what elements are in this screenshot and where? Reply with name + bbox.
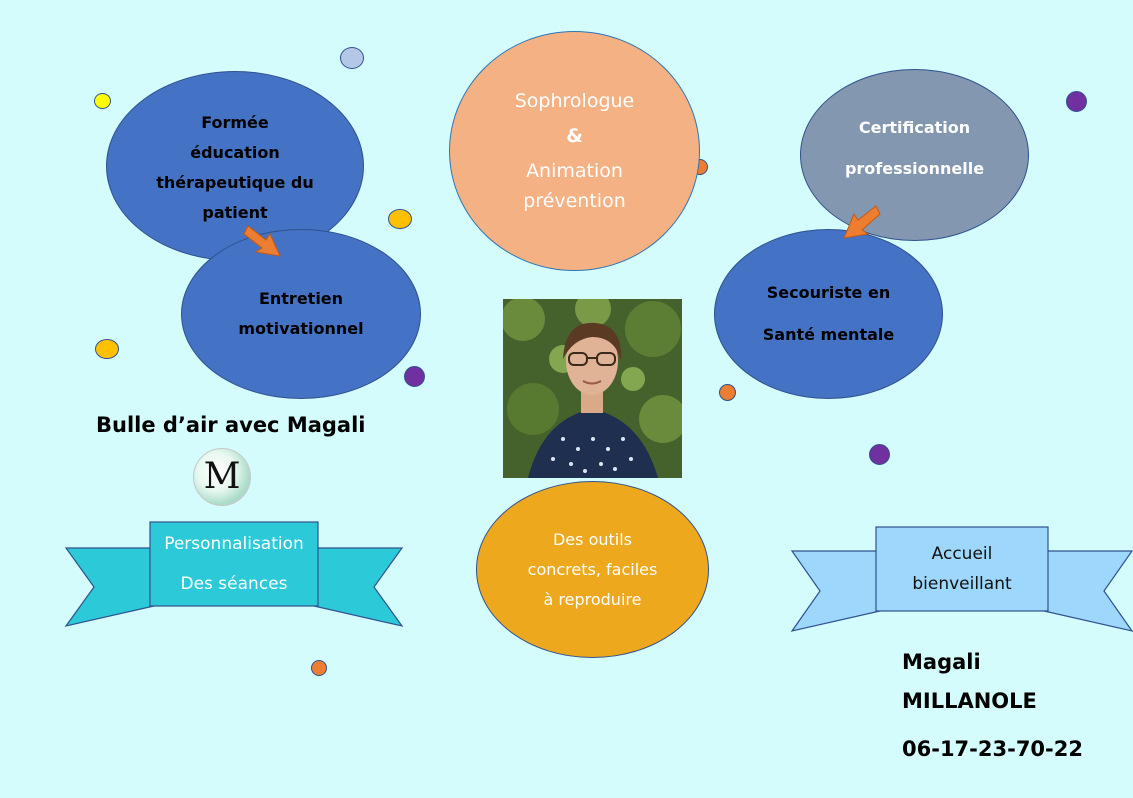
bubble-formee-education: Formée éducation thérapeutique du patien… — [106, 71, 364, 261]
decor-dot — [388, 209, 412, 229]
bubble-text-line: prévention — [523, 190, 626, 212]
contact-phone[interactable]: 06-17-23-70-22 — [902, 737, 1083, 761]
bubble-text-line: Entretien — [258, 289, 344, 308]
decor-dot — [340, 47, 364, 69]
bubble-outils: Des outils concrets, faciles à reproduir… — [476, 481, 709, 658]
decor-dot — [719, 384, 736, 401]
decor-dot — [869, 444, 890, 465]
bubble-text-line: motivationnel — [238, 319, 364, 338]
ribbon-banner-left — [64, 521, 404, 627]
ribbon-text-line: bienveillant — [912, 574, 1012, 594]
bubble-text-line: concrets, faciles — [527, 559, 658, 579]
bubble-entretien: Entretien motivationnel — [181, 229, 421, 399]
bubble-secouriste: Secouriste en Santé mentale — [714, 229, 943, 399]
decor-dot — [404, 366, 425, 387]
logo: M — [193, 448, 251, 506]
bubble-text-line: thérapeutique du — [156, 173, 314, 192]
brand-title: Bulle d’air avec Magali — [96, 413, 366, 437]
portrait-photo-icon — [503, 299, 682, 478]
bubble-text-line: Sophrologue — [514, 90, 635, 112]
bubble-text-line: Animation — [526, 160, 623, 182]
bubble-text-line: à reproduire — [543, 589, 642, 609]
arrow-icon — [243, 225, 281, 257]
bubble-text-line: patient — [202, 203, 268, 222]
bubble-text-line: Santé mentale — [762, 325, 895, 344]
bubble-certification: Certification professionnelle — [800, 69, 1029, 241]
decor-dot — [1066, 91, 1087, 112]
decor-dot — [94, 93, 111, 109]
bubble-text-line: professionnelle — [844, 159, 985, 178]
bubble-text-line: Des outils — [552, 529, 632, 549]
decor-dot — [311, 660, 327, 676]
logo-letter: M — [203, 456, 241, 497]
ribbon-text-line: Accueil — [931, 544, 993, 564]
bubble-sophrologue: Sophrologue & Animation prévention — [449, 31, 700, 271]
contact-last-name: MILLANOLE — [902, 689, 1037, 713]
arrow-icon — [843, 205, 881, 239]
contact-first-name: Magali — [902, 650, 981, 674]
ribbon-text-line: Des séances — [180, 574, 288, 594]
decor-dot — [95, 339, 119, 359]
bubble-text-line: éducation — [190, 143, 280, 162]
ribbon-right-text: Accueil bienveillant — [876, 527, 1048, 611]
bubble-text-line: Certification — [858, 118, 971, 137]
bubble-text-line: Formée — [201, 113, 269, 132]
ribbon-text-line: Personnalisation — [164, 534, 304, 554]
ribbon-left-text: Personnalisation Des séances — [150, 522, 318, 606]
portrait-photo — [503, 299, 682, 478]
bubble-text-line: & — [566, 125, 583, 147]
bubble-text-line: Secouriste en — [766, 283, 891, 302]
ribbon-banner-right — [790, 526, 1133, 632]
